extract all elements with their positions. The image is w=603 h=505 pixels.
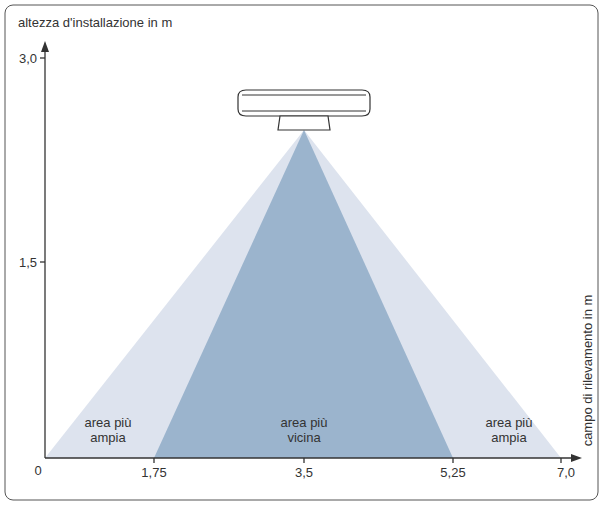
tick-label: 7,0 bbox=[557, 465, 575, 480]
wide-area bbox=[45, 130, 561, 458]
area-label: area più ampia bbox=[474, 415, 544, 445]
tick bbox=[153, 458, 154, 463]
axis-title: campo di rilevamento in m bbox=[580, 294, 595, 446]
tick-label: 3,0 bbox=[19, 51, 37, 66]
tick bbox=[40, 261, 45, 262]
y-arrow bbox=[41, 41, 49, 52]
area-label: area più ampia bbox=[73, 415, 143, 445]
area-label: area più vicina bbox=[269, 415, 339, 445]
tick-label: 5,25 bbox=[440, 465, 465, 480]
tick bbox=[560, 458, 561, 463]
x-axis bbox=[45, 457, 575, 458]
sensor bbox=[238, 90, 370, 130]
tick-label: 1,5 bbox=[19, 255, 37, 270]
tick-label: 0 bbox=[34, 463, 41, 478]
tick bbox=[303, 458, 304, 463]
near-area bbox=[154, 130, 453, 458]
tick bbox=[452, 458, 453, 463]
tick-label: 3,5 bbox=[295, 465, 313, 480]
frame bbox=[5, 5, 598, 500]
y-axis bbox=[44, 48, 45, 458]
x-arrow bbox=[571, 454, 582, 462]
axis-title: altezza d'installazione in m bbox=[18, 15, 172, 30]
tick-label: 1,75 bbox=[141, 465, 166, 480]
tick bbox=[40, 57, 45, 58]
